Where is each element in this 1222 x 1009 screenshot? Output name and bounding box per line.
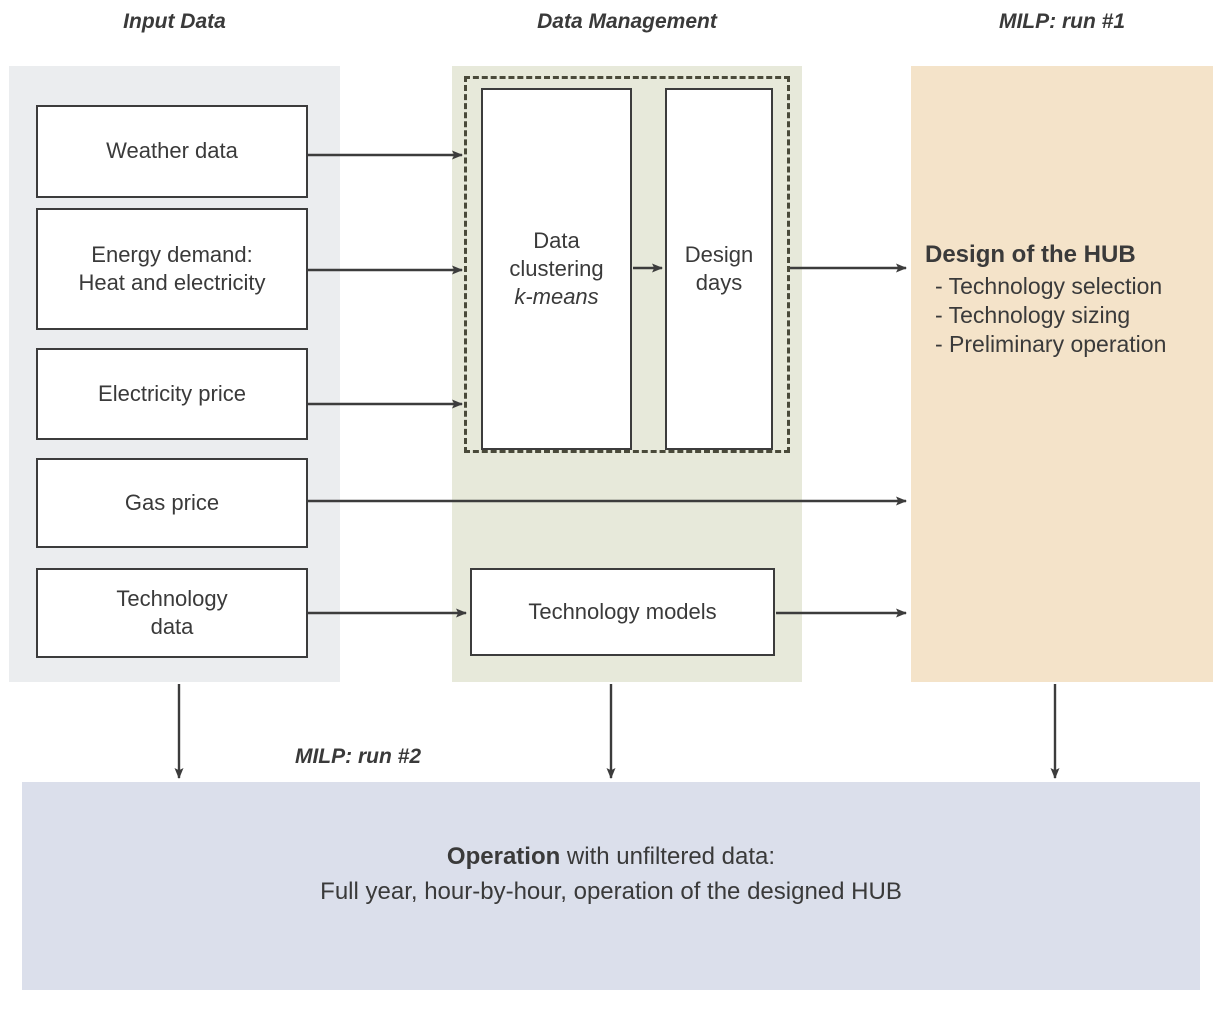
hub-list-item-preliminary-operation: - Preliminary operation [935, 331, 1167, 358]
input-box-technology-data-label: Technology data [116, 585, 228, 639]
design-of-the-hub-list: - Technology selection - Technology sizi… [925, 272, 1205, 359]
data-clustering-box[interactable]: Data clustering k-means [481, 88, 632, 450]
design-of-the-hub-title: Design of the HUB [925, 241, 1136, 268]
input-box-gas-price-label: Gas price [124, 489, 220, 515]
column-title-milp-run-2: MILP: run #2 [294, 745, 421, 768]
operation-line-2: Full year, hour-by-hour, operation of th… [320, 877, 902, 905]
input-box-weather-data[interactable]: Weather data [36, 105, 308, 198]
column-title-input-data: Input Data [123, 10, 226, 33]
operation-line-1-bold: Operation [446, 843, 561, 870]
operation-line-1: Operation with unfiltered data: [0, 840, 1222, 875]
clustering-group-dashed-border [464, 76, 790, 453]
data-clustering-line-2: clustering [509, 255, 604, 281]
design-of-the-hub-block: Design of the HUB - Technology selection… [925, 240, 1205, 359]
data-clustering-line-1: Data [533, 227, 580, 253]
input-box-weather-data-label: Weather data [106, 138, 238, 164]
input-box-electricity-price[interactable]: Electricity price [36, 348, 308, 440]
input-box-energy-demand[interactable]: Energy demand: Heat and electricity [36, 208, 308, 330]
design-days-box[interactable]: Design days [665, 88, 773, 450]
column-title-milp-run-1: MILP: run #1 [998, 10, 1125, 33]
technology-models-label: Technology models [528, 598, 717, 624]
design-days-line-2: days [695, 270, 743, 295]
operation-description-block: Operation with unfiltered data: Full yea… [0, 840, 1222, 910]
milp-run-2-panel [22, 782, 1200, 990]
column-title-data-management: Data Management [537, 10, 717, 33]
input-box-electricity-price-label: Electricity price [98, 380, 246, 406]
milp-run-1-panel [911, 66, 1213, 682]
input-box-gas-price[interactable]: Gas price [36, 458, 308, 548]
hub-list-item-technology-sizing: - Technology sizing [935, 302, 1131, 329]
input-box-energy-demand-label: Energy demand: Heat and electricity [78, 241, 266, 295]
operation-line-1-rest: with unfiltered data: [560, 843, 776, 870]
design-days-line-1: Design [684, 241, 754, 267]
input-box-technology-data[interactable]: Technology data [36, 568, 308, 658]
data-clustering-line-3-kmeans: k-means [514, 284, 599, 310]
technology-models-box[interactable]: Technology models [470, 568, 775, 656]
hub-list-item-technology-selection: - Technology selection [935, 273, 1163, 300]
